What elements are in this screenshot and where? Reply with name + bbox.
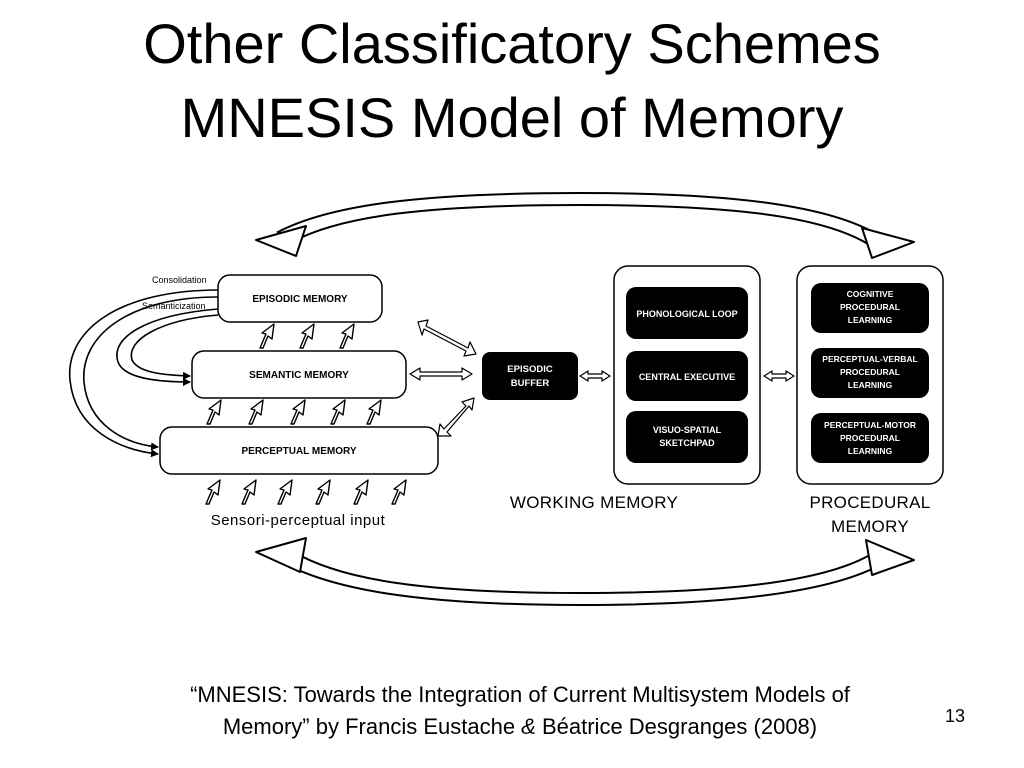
top-curved-arrow	[255, 191, 915, 259]
citation-line-2: Memory” by Francis Eustache & Béatrice D…	[100, 711, 940, 742]
perc-verbal-label-3: LEARNING	[848, 380, 893, 390]
sensori-input-label: Sensori-perceptual input	[211, 512, 386, 529]
visuo-spatial-label-1: VISUO-SPATIAL	[653, 425, 722, 435]
episodic-buffer-label-1: EPISODIC	[507, 364, 553, 375]
episodic-memory-box: EPISODIC MEMORY	[217, 274, 383, 323]
working-memory-label: WORKING MEMORY	[510, 493, 678, 512]
semanticization-label: Semanticization	[142, 301, 206, 311]
cognitive-label-1: COGNITIVE	[847, 289, 894, 299]
central-executive-box	[626, 351, 748, 401]
consolidation-arrows	[68, 289, 219, 458]
citation-line-2-part-b: Béatrice Desgranges (2008)	[535, 714, 818, 739]
procedural-memory-label-2: MEMORY	[831, 517, 909, 536]
visuo-spatial-box	[626, 411, 748, 463]
citation-ampersand: &	[521, 714, 536, 739]
sensori-input-arrows	[205, 479, 407, 505]
perc-verbal-label-2: PROCEDURAL	[840, 367, 900, 377]
perceptual-memory-box: PERCEPTUAL MEMORY	[159, 426, 439, 475]
visuo-spatial-label-2: SKETCHPAD	[659, 438, 715, 448]
citation-line-1: “MNESIS: Towards the Integration of Curr…	[190, 682, 850, 707]
perceptual-memory-label: PERCEPTUAL MEMORY	[241, 446, 356, 457]
perceptual-motor-box	[811, 413, 929, 463]
procedural-memory-label-1: PROCEDURAL	[809, 493, 930, 512]
citation-line-2-part-a: Memory” by Francis Eustache	[222, 714, 522, 739]
central-executive-label: CENTRAL EXECUTIVE	[639, 372, 735, 382]
perc-motor-label-2: PROCEDURAL	[840, 433, 900, 443]
cognitive-procedural-box	[811, 283, 929, 333]
perc-verbal-label-1: PERCEPTUAL-VERBAL	[822, 354, 917, 364]
episodic-buffer-box: EPISODIC BUFFER	[482, 352, 578, 400]
semantic-memory-label: SEMANTIC MEMORY	[249, 370, 349, 381]
phonological-loop-box	[626, 287, 748, 339]
consolidation-label: Consolidation	[152, 275, 207, 285]
episodic-memory-label: EPISODIC MEMORY	[252, 294, 348, 305]
cognitive-label-3: LEARNING	[848, 315, 893, 325]
page-number: 13	[944, 706, 966, 726]
perc-motor-label-3: LEARNING	[848, 446, 893, 456]
phonological-loop-label: PHONOLOGICAL LOOP	[636, 309, 737, 319]
up-arrows-semantic-to-episodic	[259, 323, 355, 349]
perc-motor-label-1: PERCEPTUAL-MOTOR	[824, 420, 916, 430]
episodic-buffer-label-2: BUFFER	[511, 378, 550, 389]
semantic-memory-box: SEMANTIC MEMORY	[191, 350, 407, 399]
slide-title-line-1: Other Classificatory Schemes	[143, 12, 881, 75]
working-memory-container: PHONOLOGICAL LOOP CENTRAL EXECUTIVE VISU…	[613, 265, 761, 485]
perceptual-verbal-box	[811, 348, 929, 398]
memory-buffer-connectors	[409, 319, 795, 437]
up-arrows-perceptual-to-semantic	[206, 399, 382, 425]
cognitive-label-2: PROCEDURAL	[840, 302, 900, 312]
slide-title-line-2: MNESIS Model of Memory	[180, 86, 844, 149]
bottom-curved-arrow	[255, 537, 915, 607]
procedural-memory-container: COGNITIVE PROCEDURAL LEARNING PERCEPTUAL…	[796, 265, 944, 485]
